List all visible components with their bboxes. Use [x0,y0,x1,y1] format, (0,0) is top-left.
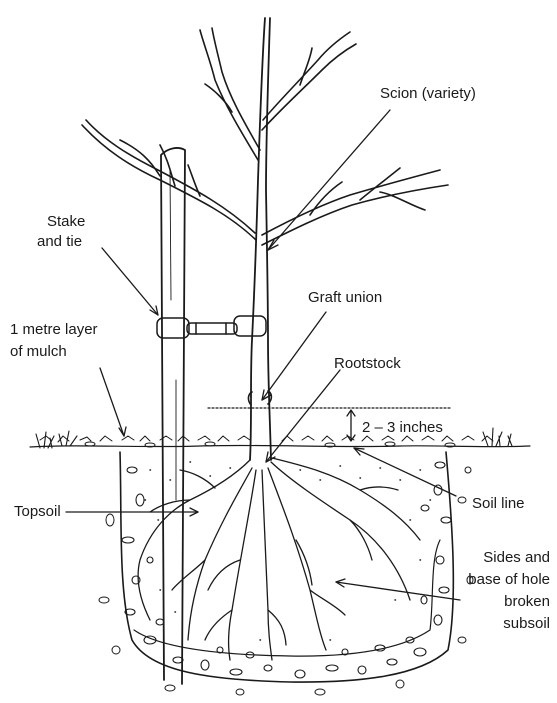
subsoil-boundary [134,540,440,656]
topsoil-label: Topsoil [14,502,61,522]
graft-union-label: Graft union [308,288,382,308]
soil-line-label: Soil line [472,494,525,514]
scion-label: Scion (variety) [380,84,476,104]
stake-label-line1: Stake [47,212,85,232]
subsoil-label-line3: broken [504,592,550,612]
branches [82,28,448,245]
tie [157,316,266,338]
depth-label: 2 – 3 inches [362,418,443,438]
subsoil-label-line2: base of hole [468,570,550,590]
rootstock-label: Rootstock [334,354,401,374]
subsoil-label-line1: Sides and [483,548,550,568]
mulch-label-line2: of mulch [10,342,67,362]
subsoil-label-line4: subsoil [503,614,550,634]
trunk [250,18,271,460]
stake-label-line2: and tie [37,232,82,252]
mulch-label-line1: 1 metre layer [10,320,98,340]
topsoil-speckles [145,462,431,640]
stake [161,148,185,684]
depth-arrow [347,410,355,441]
subsoil-stones [122,462,451,678]
root-system [138,458,420,660]
planting-hole-outline [120,452,453,682]
